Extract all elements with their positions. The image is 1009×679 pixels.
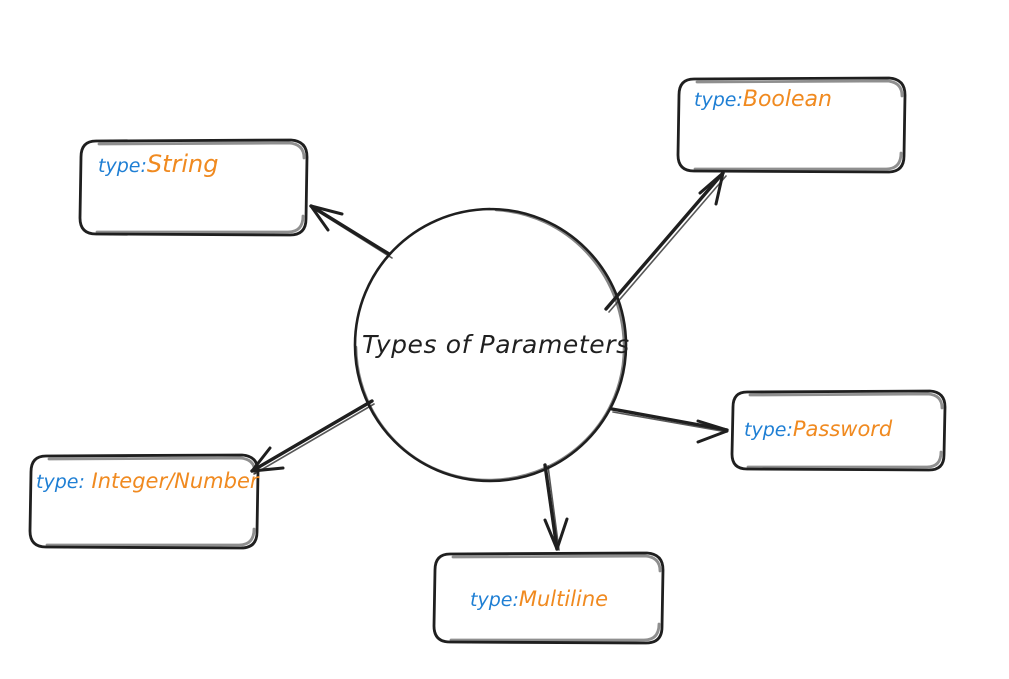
node-box-password[interactable] [730,389,947,472]
node-box-integer[interactable] [28,453,260,550]
node-box-multiline[interactable] [432,551,665,645]
edge-center-integer[interactable] [250,399,375,475]
edge-center-password[interactable] [610,407,729,444]
node-box-boolean[interactable] [676,76,907,174]
edge-center-multiline[interactable] [543,463,569,551]
edge-center-boolean[interactable] [604,171,727,313]
center-node-circle[interactable] [353,207,628,483]
node-box-string[interactable] [78,138,309,237]
edge-center-string[interactable] [309,204,393,259]
